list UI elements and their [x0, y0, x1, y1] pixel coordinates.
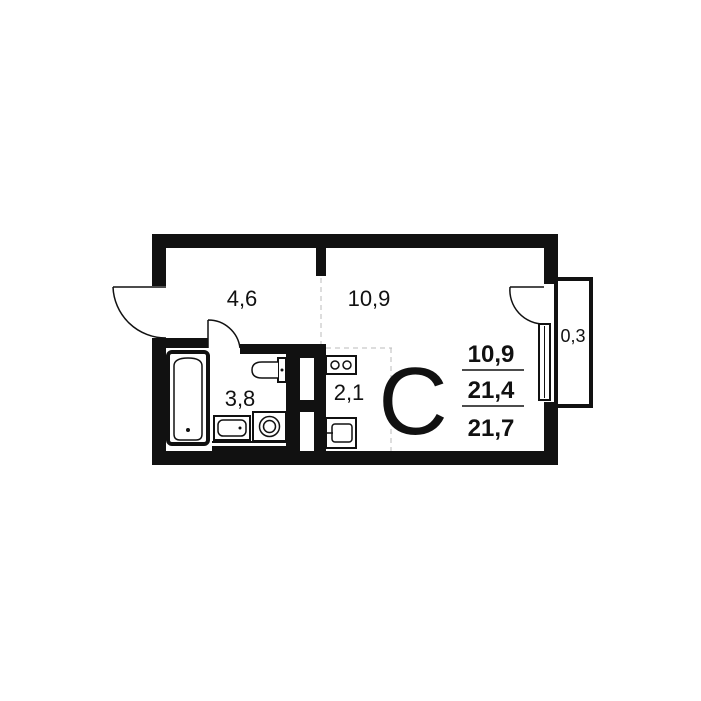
balcony-area-label: 0,3: [560, 326, 585, 346]
bathroom-area-label: 3,8: [225, 386, 256, 411]
entrance-door-swing-icon: [112, 286, 167, 339]
bathtub-inner-icon: [173, 357, 203, 441]
wall-top: [152, 234, 558, 248]
kitchen-fixtures: [325, 355, 357, 449]
wall-bathroom-right: [286, 344, 300, 462]
summary-area-without-balcony: 21,4: [468, 377, 515, 404]
wall-left-upper: [152, 234, 166, 286]
room-labels: 4,6 10,9 3,8 2,1 0,3: [225, 286, 586, 411]
wall-shaft-right: [314, 344, 326, 462]
bathroom-sink-icon: [213, 415, 251, 441]
living-area-label: 10,9: [348, 286, 391, 311]
apartment-type-letter: С: [378, 348, 447, 455]
wall-right-upper: [544, 234, 558, 284]
kitchen-area-label: 2,1: [334, 380, 365, 405]
balcony: [538, 277, 593, 408]
wall-bottom: [152, 451, 558, 465]
summary-living-area: 10,9: [468, 341, 515, 368]
stove-icon: [325, 355, 357, 375]
hall-area-label: 4,6: [227, 286, 258, 311]
toilet-icon: [251, 357, 287, 383]
bathtub-drain-icon: [186, 428, 190, 432]
wall-bathroom-bottom: [212, 446, 292, 452]
balcony-door-swing-icon: [509, 286, 545, 325]
washing-machine-icon: [252, 411, 287, 442]
wall-bathroom-top-right: [240, 344, 320, 354]
wall-bathroom-top-left: [152, 338, 208, 348]
summary-total-area: 21,7: [468, 415, 515, 442]
kitchen-sink-icon: [325, 417, 357, 449]
wall-hall-living-stub: [316, 246, 326, 276]
bathroom-fixtures: [166, 350, 287, 446]
dashed-separators: [320, 278, 392, 451]
area-summary: 10,9 21,4 21,7: [462, 341, 524, 442]
balcony-frame: [554, 277, 593, 408]
doors: [112, 286, 545, 349]
bathroom-door-swing-icon: [207, 319, 241, 349]
wall-bathroom-bottom-inner: [212, 441, 290, 443]
wall-left-lower: [152, 338, 166, 465]
interior-walls: [152, 246, 326, 462]
wall-right-lower: [544, 402, 558, 465]
outer-walls: [152, 234, 558, 465]
